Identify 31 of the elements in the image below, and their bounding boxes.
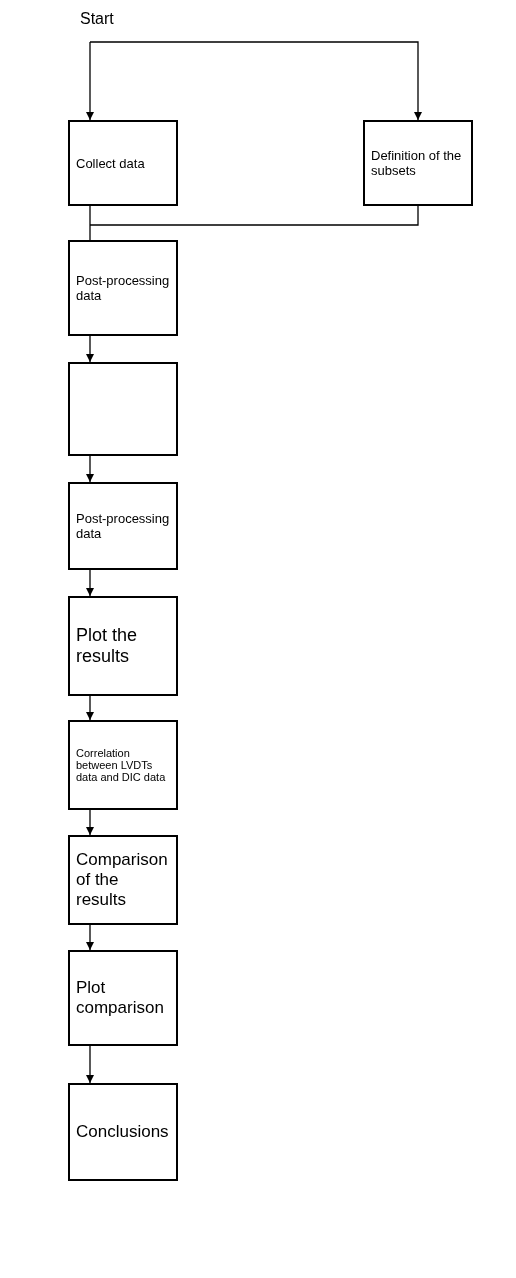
arrow — [89, 41, 422, 121]
step-text: Definition of the subsets — [371, 148, 463, 178]
process-box — [68, 362, 178, 456]
process-box — [68, 120, 178, 206]
arrow — [86, 455, 94, 483]
arrow — [86, 335, 94, 363]
step-text: Collect data — [76, 155, 146, 171]
arrow — [86, 809, 94, 836]
step-text: Post-processing data — [76, 273, 170, 303]
connector-line — [89, 205, 91, 241]
process-box — [68, 950, 178, 1046]
process-box — [68, 482, 178, 570]
start-label: Start — [80, 10, 115, 28]
process-box — [68, 240, 178, 336]
step-text: Plot comparison — [76, 978, 165, 1018]
step-text: Comparison of the results — [76, 850, 169, 910]
process-box — [68, 835, 178, 925]
step-text: Post-processing data — [76, 511, 170, 541]
arrow — [86, 1045, 94, 1084]
step-text: Plot the results — [76, 625, 139, 667]
process-box — [68, 720, 178, 810]
step-text: Conclusions — [76, 1122, 170, 1142]
connector-line — [89, 205, 419, 226]
process-box — [68, 596, 178, 696]
arrow — [86, 695, 94, 721]
arrow — [86, 569, 94, 597]
process-box — [68, 1083, 178, 1181]
arrow — [86, 924, 94, 951]
step-text: Correlation between LVDTs data and DIC data — [76, 747, 167, 783]
process-box — [363, 120, 473, 206]
arrow — [86, 41, 94, 121]
